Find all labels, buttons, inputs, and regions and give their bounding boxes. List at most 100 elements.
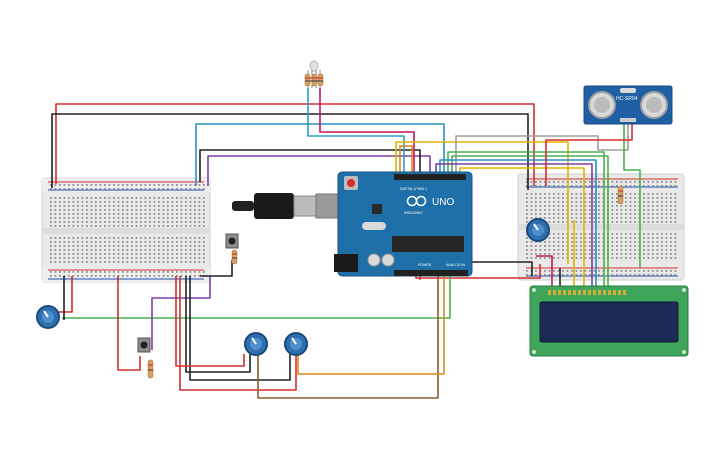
breadboard-hole xyxy=(113,188,115,190)
lcd-pins xyxy=(548,290,626,295)
breadboard-hole xyxy=(670,221,672,223)
breadboard-hole xyxy=(72,205,75,207)
breadboard-hole xyxy=(643,221,645,223)
breadboard-hole xyxy=(665,185,668,187)
breadboard-hole xyxy=(535,185,537,187)
breadboard-hole xyxy=(189,188,192,190)
breadboard-hole xyxy=(171,245,174,247)
breadboard-hole xyxy=(571,257,573,259)
breadboard-hole xyxy=(530,205,533,207)
breadboard-hole xyxy=(557,237,560,239)
breadboard-hole xyxy=(620,205,623,207)
breadboard-hole xyxy=(113,221,115,223)
breadboard-hole xyxy=(194,184,196,186)
breadboard-left[interactable] xyxy=(41,177,211,283)
breadboard-hole xyxy=(86,253,88,255)
breadboard-hole xyxy=(167,221,169,223)
breadboard-hole xyxy=(117,271,120,273)
breadboard-hole xyxy=(530,209,533,211)
lcd-pin xyxy=(553,290,556,295)
breadboard-hole xyxy=(117,184,120,186)
breadboard-hole xyxy=(95,225,97,227)
breadboard-hole xyxy=(158,213,160,215)
breadboard-hole xyxy=(126,209,129,211)
breadboard-hole xyxy=(553,241,555,243)
breadboard-hole xyxy=(194,257,196,259)
breadboard-hole xyxy=(557,274,560,276)
breadboard-hole xyxy=(526,181,528,183)
breadboard-hole xyxy=(104,197,106,199)
breadboard-hole xyxy=(104,275,106,277)
potentiometer-bottom-2[interactable] xyxy=(284,332,308,356)
breadboard-hole xyxy=(108,249,111,251)
breadboard-hole xyxy=(117,205,120,207)
breadboard-hole xyxy=(535,201,537,203)
breadboard-hole xyxy=(113,271,115,273)
breadboard-hole xyxy=(122,241,124,243)
breadboard-hole xyxy=(149,257,151,259)
wire-red-btn xyxy=(117,276,141,371)
breadboard-hole xyxy=(643,253,645,255)
breadboard-hole xyxy=(171,249,174,251)
breadboard-hole xyxy=(634,197,636,199)
lcd-pin xyxy=(608,290,611,295)
breadboard-hole xyxy=(149,209,151,211)
breadboard-hole xyxy=(553,185,555,187)
breadboard-hole xyxy=(108,221,111,223)
breadboard-hole xyxy=(652,245,654,247)
breadboard-hole xyxy=(674,249,677,251)
breadboard-hole xyxy=(72,245,75,247)
breadboard-hole xyxy=(144,213,147,215)
breadboard-hole xyxy=(162,275,165,277)
breadboard-hole xyxy=(557,245,560,247)
breadboard-hole xyxy=(194,201,196,203)
breadboard-hole xyxy=(54,241,57,243)
breadboard-hole xyxy=(185,225,187,227)
breadboard-hole xyxy=(539,245,542,247)
breadboard-hole xyxy=(140,213,142,215)
breadboard-hole xyxy=(562,245,564,247)
breadboard-hole xyxy=(670,257,672,259)
breadboard-hole xyxy=(149,261,151,263)
breadboard-hole xyxy=(557,257,560,259)
breadboard-hole xyxy=(140,249,142,251)
breadboard-hole xyxy=(153,225,156,227)
breadboard-hole xyxy=(126,249,129,251)
breadboard-hole xyxy=(158,188,160,190)
breadboard-hole xyxy=(571,274,573,276)
breadboard-hole xyxy=(674,253,677,255)
breadboard-hole xyxy=(158,225,160,227)
breadboard-hole xyxy=(643,245,645,247)
breadboard-hole xyxy=(571,205,573,207)
breadboard-hole xyxy=(652,270,654,272)
breadboard-hole xyxy=(652,253,654,255)
ultrasonic-sensor[interactable]: HC-SR04 xyxy=(583,85,673,125)
potentiometer-bottom-1[interactable] xyxy=(244,332,268,356)
breadboard-hole xyxy=(548,249,551,251)
breadboard-hole xyxy=(665,217,668,219)
arduino-uno-board[interactable]: UNO ARDUINO DIGITAL (PWM~) POWER ANALOG … xyxy=(334,171,473,277)
breadboard-hole xyxy=(535,205,537,207)
breadboard-hole xyxy=(50,221,52,223)
breadboard-hole xyxy=(140,209,142,211)
breadboard-hole xyxy=(647,249,650,251)
breadboard-hole xyxy=(652,217,654,219)
breadboard-hole xyxy=(557,201,560,203)
breadboard-hole xyxy=(194,205,196,207)
breadboard-hole xyxy=(176,237,178,239)
potentiometer-right-board[interactable] xyxy=(526,218,550,242)
breadboard-hole xyxy=(535,197,537,199)
breadboard-hole xyxy=(126,221,129,223)
breadboard-hole xyxy=(108,201,111,203)
push-button-bottom[interactable] xyxy=(137,337,151,353)
push-button-breadboard[interactable] xyxy=(225,233,239,249)
potentiometer-left[interactable] xyxy=(36,305,60,329)
lcd-display[interactable] xyxy=(529,285,689,357)
breadboard-hole xyxy=(189,253,192,255)
breadboard-hole xyxy=(598,274,600,276)
breadboard-hole xyxy=(553,274,555,276)
breadboard-hole xyxy=(171,184,174,186)
breadboard-hole xyxy=(144,184,147,186)
breadboard-hole xyxy=(189,257,192,259)
breadboard-hole xyxy=(99,184,102,186)
